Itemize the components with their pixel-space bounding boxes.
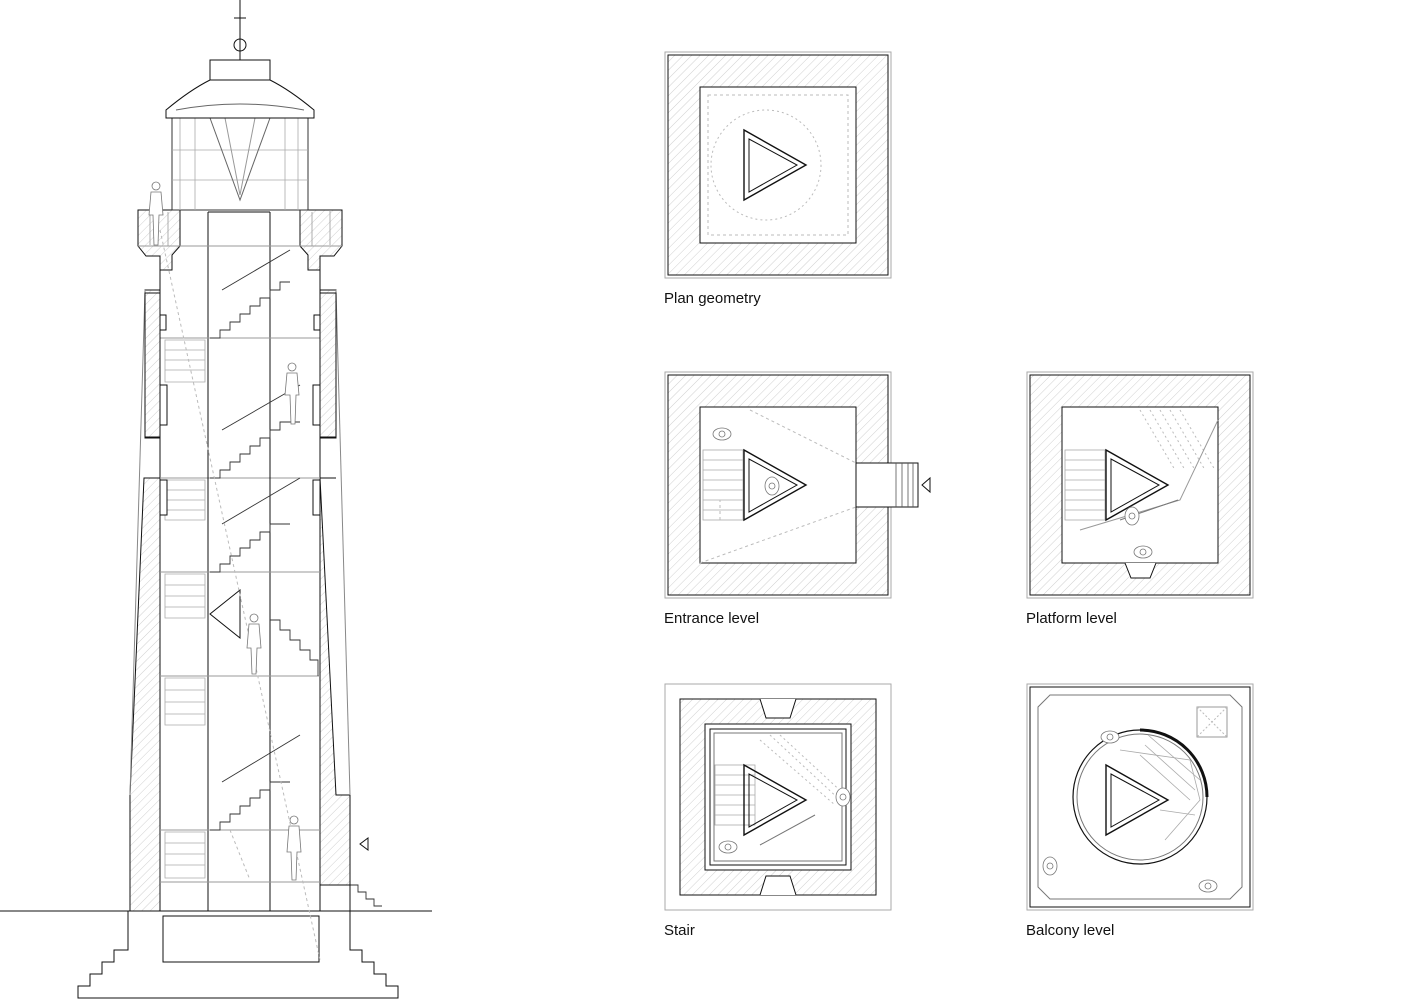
stair-drawing — [664, 683, 892, 911]
caption-entrance-level: Entrance level — [664, 610, 760, 627]
caption-balcony-level: Balcony level — [1026, 922, 1115, 939]
lantern-room — [171, 117, 309, 211]
balcony-corbel — [137, 209, 181, 271]
caption-plan-geometry: Plan geometry — [664, 290, 761, 307]
foundation-void — [162, 915, 320, 963]
foundation — [77, 911, 399, 999]
lantern-roof — [165, 79, 315, 119]
balcony-level-drawing — [1026, 683, 1254, 911]
entrance-arrow-icon — [921, 476, 931, 494]
tower-wall-right — [319, 477, 351, 912]
platform-level-drawing — [1026, 371, 1254, 599]
triangle-core-icon — [743, 128, 808, 202]
entrance-level-drawing — [664, 371, 931, 599]
section-entrance-arrow — [359, 837, 369, 851]
caption-platform-level: Platform level — [1026, 610, 1117, 627]
tower-wall-left — [129, 477, 161, 912]
human-figures — [148, 181, 302, 881]
lighthouse-section — [0, 0, 432, 999]
caption-stair: Stair — [664, 922, 695, 939]
plan-geometry-drawing — [664, 51, 892, 279]
section-triangle-window — [209, 588, 241, 640]
